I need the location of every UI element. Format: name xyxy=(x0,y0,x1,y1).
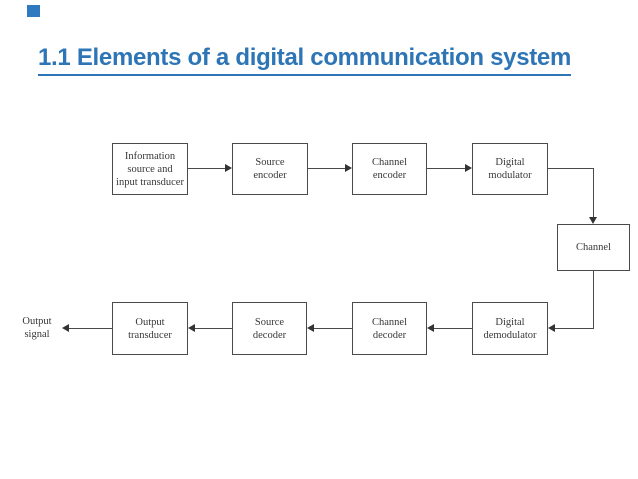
connector-outputtransducer-to-outputsignal xyxy=(69,328,112,329)
box-channel: Channel xyxy=(557,224,630,271)
box-output-transducer: Output transducer xyxy=(112,302,188,355)
arrowhead-down-icon xyxy=(589,217,597,224)
arrowhead-left-icon xyxy=(548,324,555,332)
arrowhead-left-icon xyxy=(188,324,195,332)
box-channel-decoder-label: Channel decoder xyxy=(372,316,407,341)
connector-channelencoder-to-digitalmodulator xyxy=(427,168,465,169)
connector-channel-vertical xyxy=(593,271,594,329)
box-digital-modulator-label: Digital modulator xyxy=(488,157,532,181)
box-digital-demodulator-label: Digital demodulator xyxy=(483,316,537,341)
box-channel-encoder: Channel encoder xyxy=(352,143,427,195)
box-channel-decoder: Channel decoder xyxy=(352,302,427,355)
box-channel-encoder-label: Channel encoder xyxy=(372,157,407,181)
box-channel-label: Channel xyxy=(576,242,611,253)
box-source-encoder: Source encoder xyxy=(232,143,308,195)
arrowhead-left-icon xyxy=(427,324,434,332)
box-source-decoder-label: Source decoder xyxy=(252,316,287,341)
arrowhead-right-icon xyxy=(345,164,352,172)
connector-infosource-to-sourceencoder xyxy=(188,168,225,169)
arrowhead-right-icon xyxy=(225,164,232,172)
connector-channel-horizontal xyxy=(555,328,594,329)
box-source-encoder-label: Source encoder xyxy=(253,157,287,181)
slide-title: 1.1 Elements of a digital communication … xyxy=(38,44,571,76)
box-digital-modulator: Digital modulator xyxy=(472,143,548,195)
connector-sourcedecoder-to-outputtransducer xyxy=(195,328,232,329)
arrowhead-left-icon xyxy=(62,324,69,332)
box-digital-demodulator: Digital demodulator xyxy=(472,302,548,355)
connector-modulator-horizontal xyxy=(548,168,593,169)
arrowhead-right-icon xyxy=(465,164,472,172)
box-information-source: Information source and input transducer xyxy=(112,143,188,195)
connector-channeldecoder-to-sourcedecoder xyxy=(314,328,352,329)
connector-sourceencoder-to-channelencoder xyxy=(308,168,345,169)
corner-accent-square xyxy=(27,5,40,17)
box-output-transducer-label: Output transducer xyxy=(128,316,172,341)
box-source-decoder: Source decoder xyxy=(232,302,307,355)
connector-modulator-vertical xyxy=(593,168,594,218)
box-information-source-label: Information source and input transducer xyxy=(116,150,184,188)
arrowhead-left-icon xyxy=(307,324,314,332)
connector-demodulator-to-channeldecoder xyxy=(434,328,472,329)
output-signal-label: Output signal xyxy=(22,316,52,340)
